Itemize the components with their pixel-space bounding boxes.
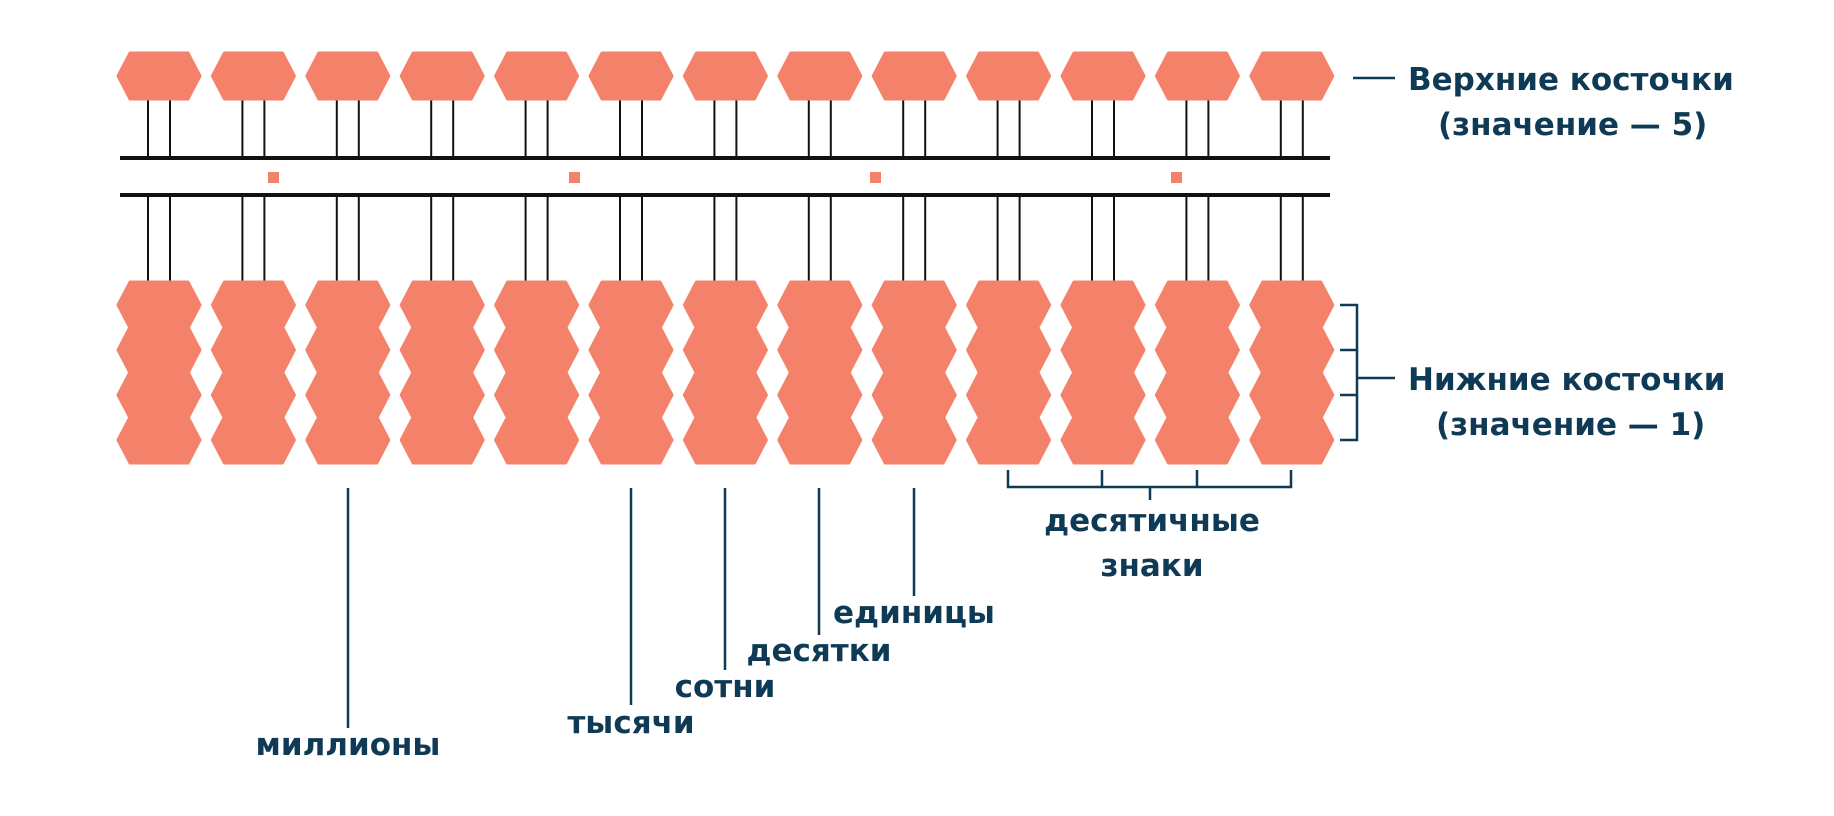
upper-bead bbox=[116, 51, 202, 101]
lower-bead bbox=[1154, 370, 1240, 420]
upper-bead bbox=[966, 51, 1052, 101]
lower-bead bbox=[1249, 370, 1335, 420]
abacus-rods bbox=[147, 96, 1304, 285]
lower-bead bbox=[966, 415, 1052, 465]
lower-bead bbox=[305, 415, 391, 465]
upper-bead bbox=[682, 51, 768, 101]
abacus-bars bbox=[120, 156, 1330, 197]
upper-bead bbox=[494, 51, 580, 101]
lower-bead bbox=[494, 325, 580, 375]
lower-bead bbox=[1154, 325, 1240, 375]
lower-bead bbox=[116, 370, 202, 420]
lower-bead bbox=[116, 415, 202, 465]
upper-bead bbox=[210, 51, 296, 101]
millions-label: миллионы bbox=[256, 727, 441, 763]
lower-bead bbox=[1154, 280, 1240, 330]
lower-bead bbox=[210, 370, 296, 420]
lower-bead bbox=[210, 325, 296, 375]
lower-beads-bracket bbox=[1340, 303, 1395, 442]
upper-bead bbox=[777, 51, 863, 101]
lower-bead bbox=[399, 280, 485, 330]
lower-bead bbox=[494, 370, 580, 420]
marker-dot bbox=[268, 172, 279, 183]
decimals-bracket bbox=[1006, 470, 1293, 500]
lower-bead bbox=[210, 415, 296, 465]
lower-bead bbox=[1249, 325, 1335, 375]
marker-dot bbox=[870, 172, 881, 183]
annotation-lines bbox=[346, 76, 1395, 728]
upper-bead bbox=[871, 51, 957, 101]
tens-label: десятки bbox=[746, 633, 891, 669]
lower-beads-label-line1: Нижние косточки bbox=[1408, 362, 1726, 398]
lower-bead bbox=[1249, 280, 1335, 330]
lower-bead bbox=[116, 325, 202, 375]
decimals-label-line2: знаки bbox=[1100, 548, 1203, 584]
lower-bead bbox=[588, 280, 674, 330]
lower-bead bbox=[1060, 325, 1146, 375]
lower-bead bbox=[305, 280, 391, 330]
lower-bead bbox=[116, 280, 202, 330]
units-label: единицы bbox=[833, 595, 995, 631]
lower-bead bbox=[588, 325, 674, 375]
lower-bead bbox=[1060, 370, 1146, 420]
lower-bead bbox=[399, 370, 485, 420]
lower-bead bbox=[682, 415, 768, 465]
marker-dot bbox=[569, 172, 580, 183]
thousands-label: тысячи bbox=[567, 705, 694, 741]
lower-bead bbox=[494, 280, 580, 330]
lower-bead bbox=[399, 415, 485, 465]
lower-bead bbox=[682, 280, 768, 330]
lower-bead bbox=[777, 370, 863, 420]
upper-bead bbox=[305, 51, 391, 101]
lower-bead bbox=[399, 325, 485, 375]
lower-bead bbox=[1060, 415, 1146, 465]
lower-bead bbox=[966, 280, 1052, 330]
lower-bead bbox=[305, 370, 391, 420]
lower-bead bbox=[682, 370, 768, 420]
decimals-label-line1: десятичные bbox=[1044, 503, 1260, 539]
lower-bead bbox=[777, 280, 863, 330]
upper-bead bbox=[1154, 51, 1240, 101]
upper-bead bbox=[399, 51, 485, 101]
upper-beads-label-line1: Верхние косточки bbox=[1408, 62, 1734, 98]
lower-bead bbox=[777, 415, 863, 465]
lower-bead bbox=[966, 370, 1052, 420]
marker-dot bbox=[1171, 172, 1182, 183]
marker-dots bbox=[268, 172, 1182, 183]
lower-bead bbox=[1154, 415, 1240, 465]
upper-beads-label-line2: (значение — 5) bbox=[1438, 107, 1707, 143]
lower-bead bbox=[871, 370, 957, 420]
upper-bead bbox=[1060, 51, 1146, 101]
lower-bead bbox=[966, 325, 1052, 375]
abacus-beads bbox=[116, 51, 1335, 465]
lower-bead bbox=[871, 325, 957, 375]
lower-bead bbox=[777, 325, 863, 375]
upper-bead bbox=[588, 51, 674, 101]
lower-bead bbox=[871, 415, 957, 465]
lower-bead bbox=[588, 415, 674, 465]
hundreds-label: сотни bbox=[675, 669, 776, 705]
lower-bead bbox=[1249, 415, 1335, 465]
lower-bead bbox=[1060, 280, 1146, 330]
lower-bead bbox=[210, 280, 296, 330]
lower-bead bbox=[588, 370, 674, 420]
lower-bead bbox=[305, 325, 391, 375]
lower-bead bbox=[682, 325, 768, 375]
lower-beads-label-line2: (значение — 1) bbox=[1436, 407, 1705, 443]
lower-bead bbox=[871, 280, 957, 330]
lower-bead bbox=[494, 415, 580, 465]
upper-bead bbox=[1249, 51, 1335, 101]
